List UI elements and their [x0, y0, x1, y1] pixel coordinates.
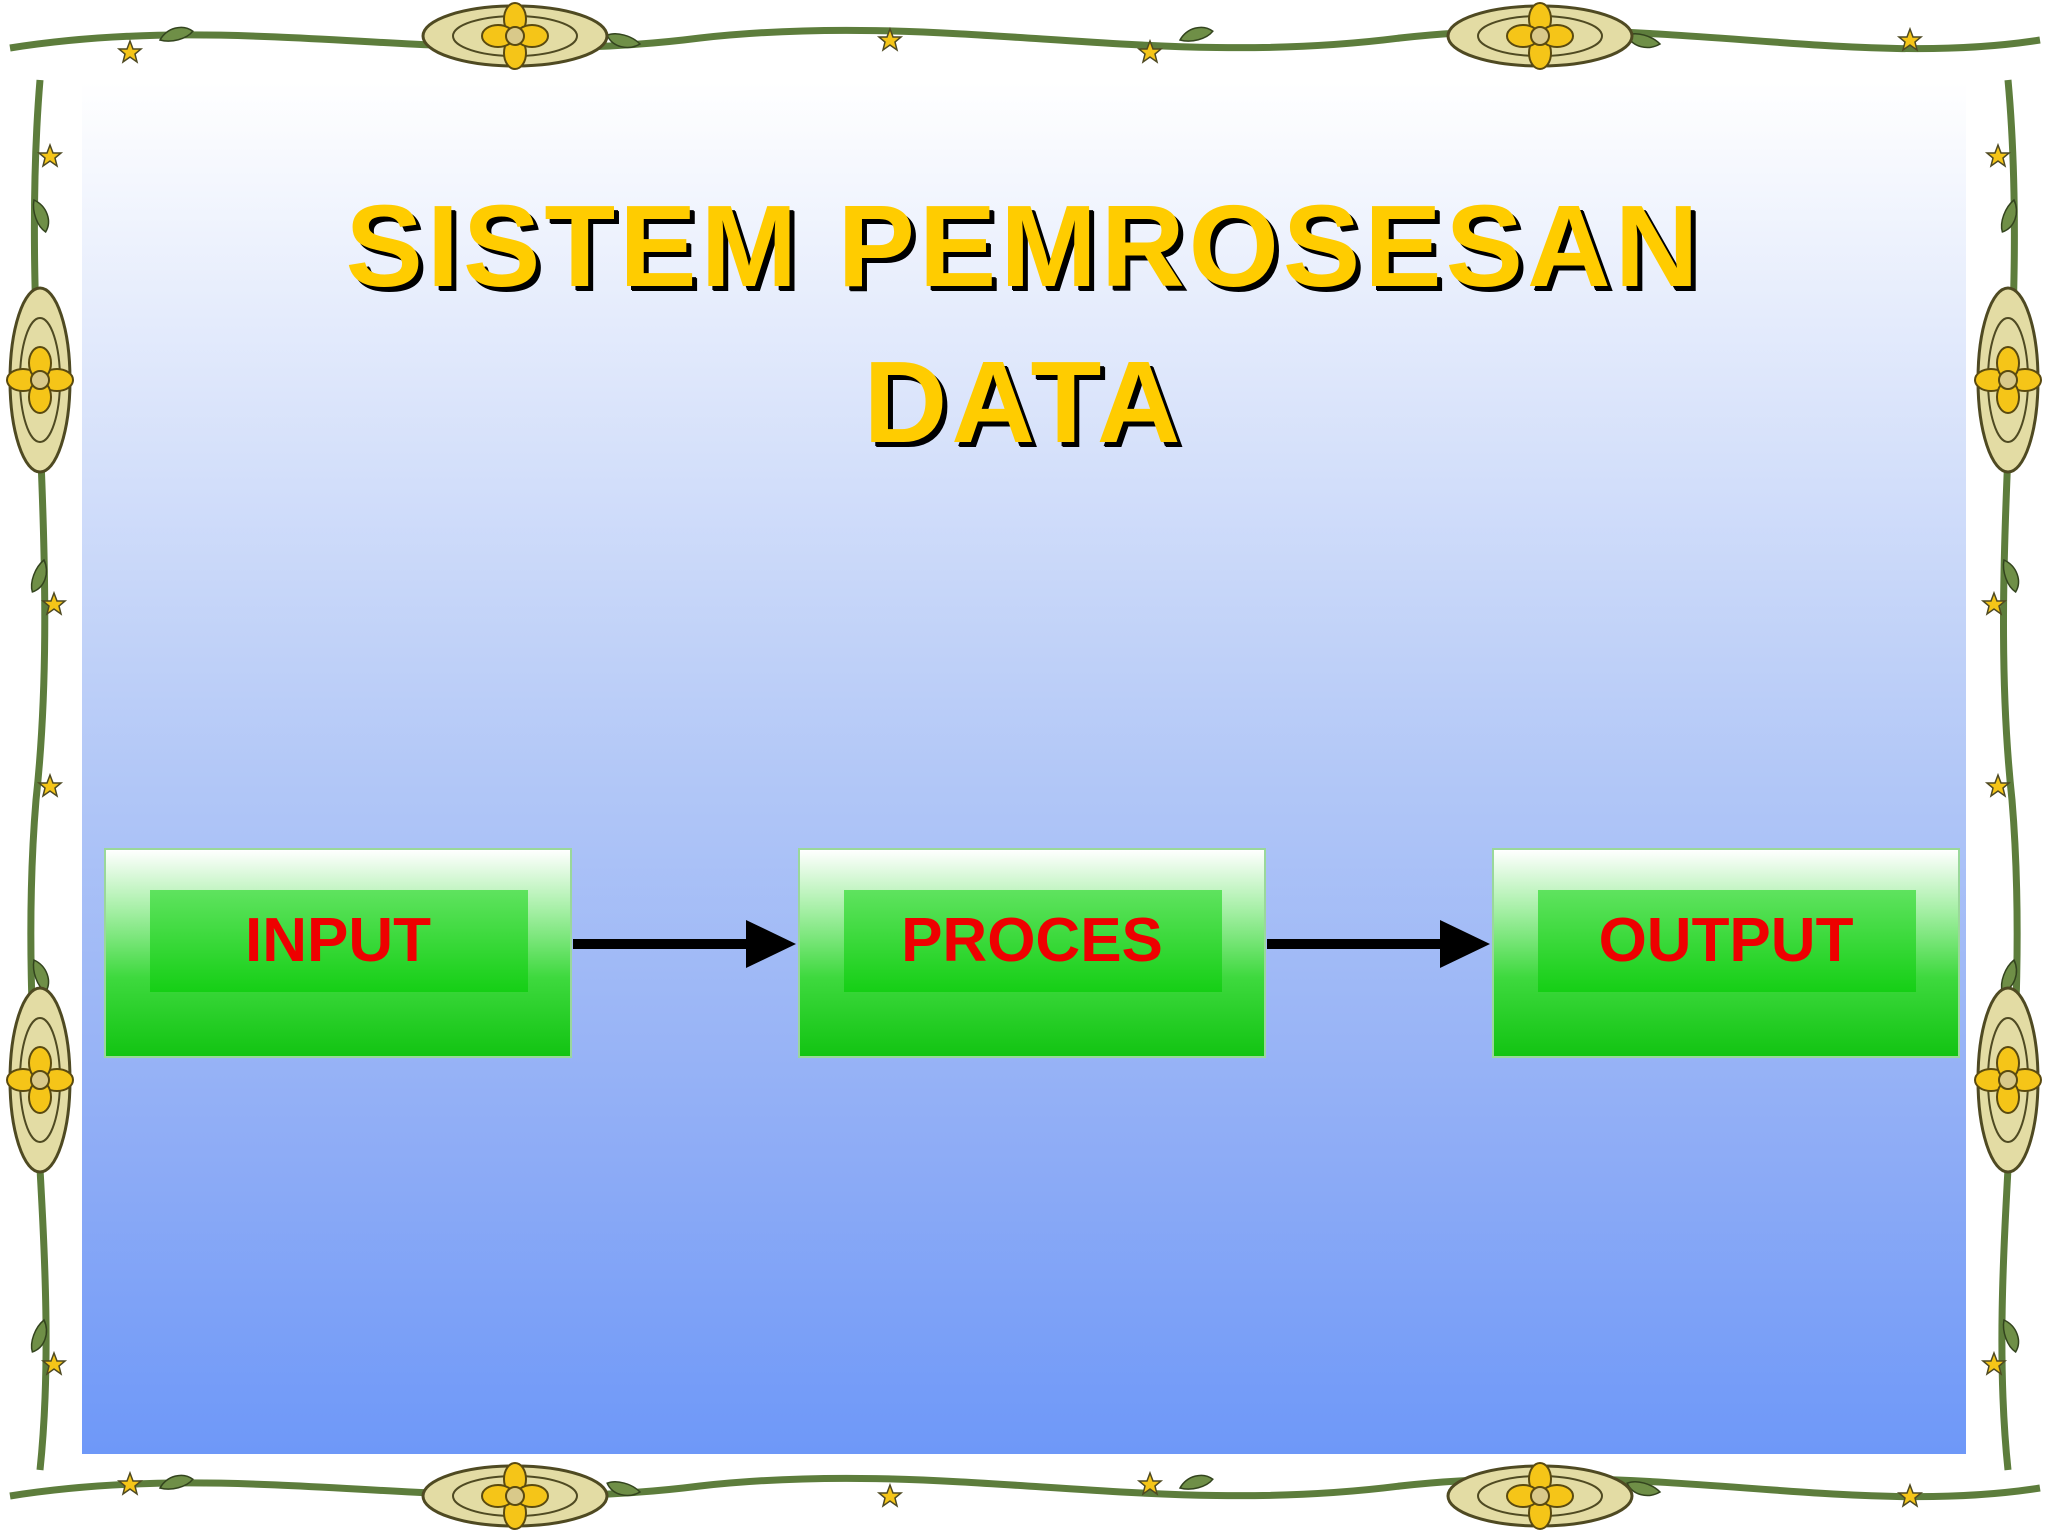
- arrow-input-to-process: [573, 920, 796, 968]
- input-node-inner-panel: [150, 890, 528, 992]
- slide-background: [82, 82, 1966, 1454]
- output-node: OUTPUT: [1492, 848, 1960, 1058]
- output-node-inner-panel: [1538, 890, 1916, 992]
- arrow-process-to-output: [1267, 920, 1490, 968]
- process-node-label: PROCES: [901, 906, 1163, 975]
- process-node-inner-panel: [844, 890, 1222, 992]
- process-node: PROCES: [798, 848, 1266, 1058]
- slide-title-line-1: SISTEM PEMROSESAN: [345, 181, 1703, 311]
- input-node-label: INPUT: [245, 906, 431, 975]
- slide-title-line-2: DATA: [863, 337, 1185, 467]
- input-node: INPUT: [104, 848, 572, 1058]
- output-node-label: OUTPUT: [1598, 906, 1854, 975]
